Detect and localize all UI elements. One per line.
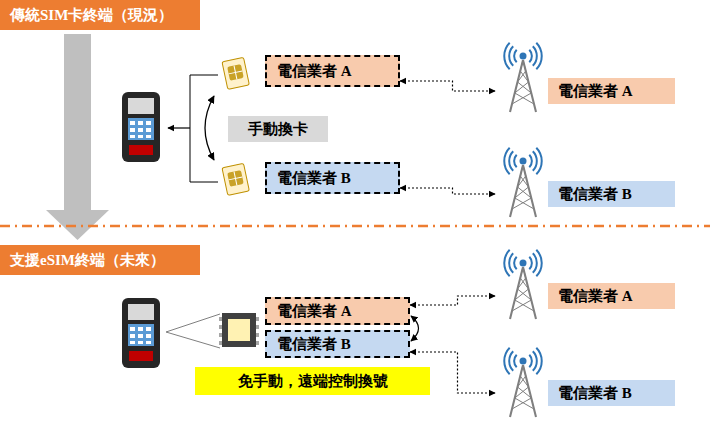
tower-icon [504, 348, 541, 417]
dotted-connector [410, 296, 495, 305]
bracket-arrow [168, 127, 190, 128]
tower-icon [504, 43, 541, 112]
tower-node: 電信業者 B [495, 143, 677, 219]
carrier-box: 電信業者 A [265, 297, 410, 325]
node-text: 電信業者 B [558, 185, 632, 204]
tower-node: 電信業者 B [495, 343, 677, 419]
tower-label: 電信業者 A [548, 283, 675, 309]
node-text: 手動換卡 [248, 120, 308, 139]
tower-label: 電信業者 B [548, 181, 675, 207]
transition-arrow [46, 34, 109, 240]
section-banner: 傳統SIM卡終端（現況） [0, 0, 200, 30]
fan-line [166, 314, 220, 332]
fan-line [166, 332, 220, 348]
tower-node: 電信業者 A [495, 38, 677, 114]
tower-icon [504, 148, 541, 217]
node-text: 傳統SIM卡終端（現況） [10, 6, 173, 25]
carrier-box: 電信業者 B [265, 330, 410, 358]
sim-card-icon [222, 163, 249, 195]
switch-curve [411, 316, 419, 341]
node-text: 電信業者 A [277, 302, 352, 321]
node-text: 電信業者 B [558, 384, 632, 403]
carrier-box: 免手動，遠端控制換號 [195, 367, 430, 395]
node-text: 電信業者 A [558, 82, 633, 101]
separator-line [0, 225, 710, 228]
esim-chip-icon [219, 313, 259, 347]
terminal-icon [122, 298, 160, 368]
section-banner: 支援eSIM終端（未來） [0, 245, 200, 275]
sim-bracket [190, 75, 218, 182]
dotted-connector [400, 81, 495, 91]
dotted-connector [400, 188, 495, 194]
carrier-box: 手動換卡 [228, 116, 328, 142]
node-text: 電信業者 A [558, 287, 633, 306]
tower-node: 電信業者 A [495, 245, 677, 321]
swap-curve [205, 96, 214, 160]
carrier-box: 電信業者 B [265, 162, 400, 194]
sim-card-icon [222, 57, 249, 89]
tower-label: 電信業者 A [548, 78, 675, 104]
node-text: 電信業者 A [277, 62, 352, 81]
tower-label: 電信業者 B [548, 380, 675, 406]
terminal-icon [122, 92, 160, 162]
carrier-box: 電信業者 A [265, 55, 400, 87]
node-text: 電信業者 B [277, 335, 351, 354]
node-text: 電信業者 B [277, 169, 351, 188]
node-text: 支援eSIM終端（未來） [10, 251, 165, 270]
node-text: 免手動，遠端控制換號 [238, 372, 388, 391]
tower-icon [504, 250, 541, 319]
